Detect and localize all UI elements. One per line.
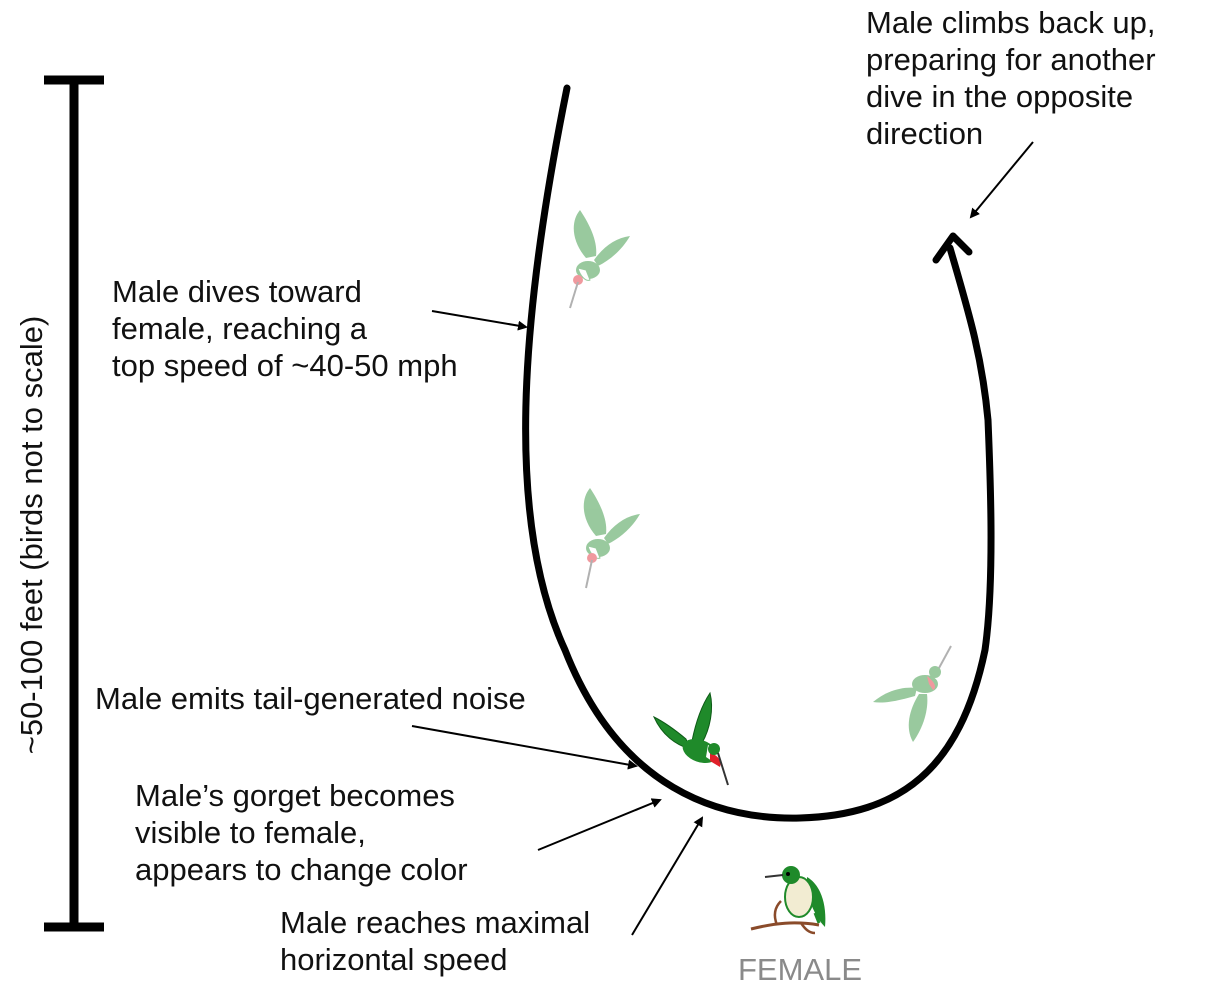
- gorget-annotation: Male’s gorget becomes visible to female,…: [135, 777, 468, 888]
- arrow-icon: [632, 818, 702, 935]
- climb-line-1: Male climbs back up,: [866, 4, 1156, 41]
- arrow-icon: [412, 726, 636, 766]
- climb-line-4: direction: [866, 115, 1156, 152]
- speed-line-1: Male reaches maximal: [280, 904, 590, 941]
- female-label: FEMALE: [738, 952, 862, 988]
- climb-annotation: Male climbs back up, preparing for anoth…: [866, 4, 1156, 152]
- speed-annotation: Male reaches maximal horizontal speed: [280, 904, 590, 978]
- scale-bar: [44, 80, 104, 927]
- arrow-icon: [971, 142, 1033, 217]
- gorget-line-1: Male’s gorget becomes: [135, 777, 468, 814]
- hummingbird-icon: [654, 693, 728, 785]
- gorget-line-3: appears to change color: [135, 851, 468, 888]
- climb-line-2: preparing for another: [866, 41, 1156, 78]
- dive-annotation: Male dives toward female, reaching a top…: [112, 273, 458, 384]
- noise-annotation: Male emits tail-generated noise: [95, 680, 526, 717]
- noise-line-1: Male emits tail-generated noise: [95, 680, 526, 717]
- gorget-line-2: visible to female,: [135, 814, 468, 851]
- female-hummingbird-icon: [751, 866, 825, 933]
- scale-label: ~50-100 feet (birds not to scale): [12, 275, 52, 795]
- speed-line-2: horizontal speed: [280, 941, 590, 978]
- hummingbird-icon: [873, 646, 951, 742]
- arrow-icon: [538, 800, 660, 850]
- dive-line-1: Male dives toward: [112, 273, 458, 310]
- dive-line-3: top speed of ~40-50 mph: [112, 347, 458, 384]
- annotation-arrows: [412, 142, 1033, 935]
- dive-line-2: female, reaching a: [112, 310, 458, 347]
- hummingbird-icon: [584, 488, 640, 588]
- hummingbird-icon: [570, 210, 630, 308]
- climb-line-3: dive in the opposite: [866, 78, 1156, 115]
